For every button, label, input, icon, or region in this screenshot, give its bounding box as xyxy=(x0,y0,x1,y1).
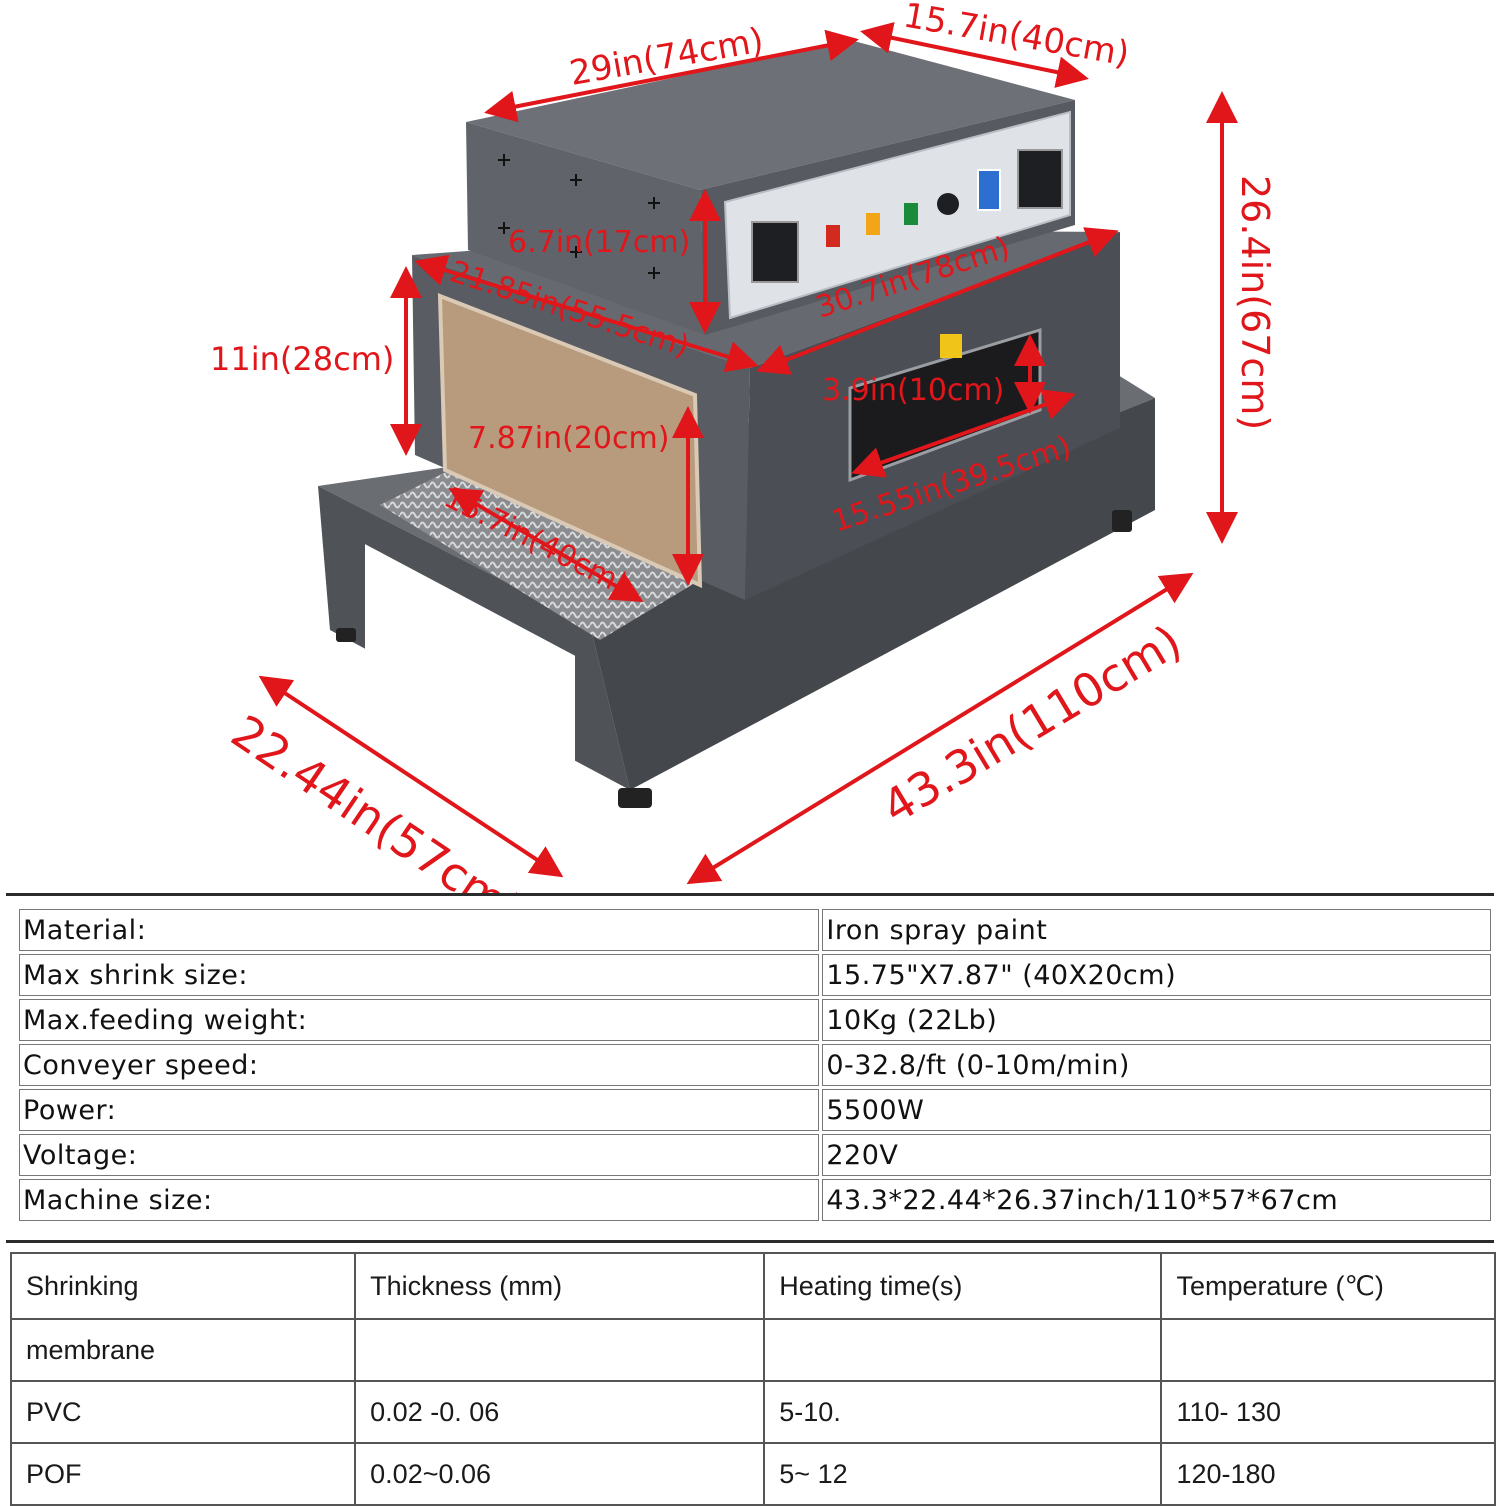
spec-value: 0-32.8/ft (0-10m/min) xyxy=(822,1044,1491,1086)
spec-value: 43.3*22.44*26.37inch/110*57*67cm xyxy=(822,1179,1491,1221)
membrane-cell: Thickness (mm) xyxy=(354,1252,766,1320)
spec-value: 10Kg (22Lb) xyxy=(822,999,1491,1041)
foot xyxy=(336,628,356,642)
membrane-cell: 5~ 12 xyxy=(763,1442,1163,1506)
temperature-controller-right xyxy=(1017,149,1063,209)
membrane-cell xyxy=(763,1318,1163,1382)
warning-label xyxy=(940,334,962,358)
spec-value: Iron spray paint xyxy=(822,909,1491,951)
membrane-cell: 120-180 xyxy=(1160,1442,1496,1506)
spec-key: Voltage: xyxy=(19,1134,820,1176)
power-breaker xyxy=(977,169,1001,211)
dim-opening-height: 7.87in(20cm) xyxy=(468,421,669,456)
dim-total-length: 43.3in(110cm) xyxy=(873,614,1191,834)
conveyor-switch xyxy=(904,203,918,225)
spec-row: Power:5500W xyxy=(19,1089,1491,1131)
spec-value: 15.75"X7.87" (40X20cm) xyxy=(822,954,1491,996)
spec-row: Voltage:220V xyxy=(19,1134,1491,1176)
shrink-tunnel-machine xyxy=(318,40,1155,808)
spec-value: 220V xyxy=(822,1134,1491,1176)
dim-total-height: 26.4in(67cm) xyxy=(1233,175,1277,430)
spec-row: Max shrink size:15.75"X7.87" (40X20cm) xyxy=(19,954,1491,996)
dim-tunnel-height: 3.9in(10cm) xyxy=(822,373,1004,408)
spec-key: Machine size: xyxy=(19,1179,820,1221)
spec-value: 5500W xyxy=(822,1089,1491,1131)
membrane-cell: 110- 130 xyxy=(1160,1380,1496,1444)
spec-key: Max shrink size: xyxy=(19,954,820,996)
membrane-cell xyxy=(1160,1318,1496,1382)
spec-row: Machine size:43.3*22.44*26.37inch/110*57… xyxy=(19,1179,1491,1221)
foot xyxy=(618,788,652,808)
dimension-arrows xyxy=(258,22,1238,885)
spec-key: Max.feeding weight: xyxy=(19,999,820,1041)
membrane-cell: 0.02 -0. 06 xyxy=(354,1380,766,1444)
dim-total-width: 22.44in(57cm) xyxy=(222,704,533,895)
dim-oven-height: 11in(28cm) xyxy=(210,340,394,378)
heating-switch xyxy=(826,225,840,247)
speed-knob xyxy=(937,193,959,215)
membrane-header-row: membrane xyxy=(9,1318,1496,1382)
machine-dimension-diagram: 29in(74cm) 15.7in(40cm) 6.7in(17cm) 21.8… xyxy=(210,0,1277,895)
spec-key: Material: xyxy=(19,909,820,951)
membrane-cell xyxy=(354,1318,766,1382)
membrane-cell: PVC xyxy=(9,1380,357,1444)
membrane-cell: 0.02~0.06 xyxy=(354,1442,766,1506)
spec-row: Max.feeding weight:10Kg (22Lb) xyxy=(19,999,1491,1041)
membrane-cell: POF xyxy=(9,1442,357,1506)
spec-key: Conveyer speed: xyxy=(19,1044,820,1086)
membrane-cell: Temperature (℃) xyxy=(1160,1252,1496,1320)
membrane-cell: membrane xyxy=(9,1318,357,1382)
spec-key: Power: xyxy=(19,1089,820,1131)
fan-switch xyxy=(866,213,880,235)
membrane-cell: Shrinking xyxy=(9,1252,357,1320)
spec-row: Material:Iron spray paint xyxy=(19,909,1491,951)
dim-top-height: 6.7in(17cm) xyxy=(508,225,690,260)
spec-row: Conveyer speed:0-32.8/ft (0-10m/min) xyxy=(19,1044,1491,1086)
temperature-controller-left xyxy=(751,221,799,283)
membrane-cell: Heating time(s) xyxy=(763,1252,1163,1320)
foot xyxy=(1112,510,1132,532)
membrane-cell: 5-10. xyxy=(763,1380,1163,1444)
